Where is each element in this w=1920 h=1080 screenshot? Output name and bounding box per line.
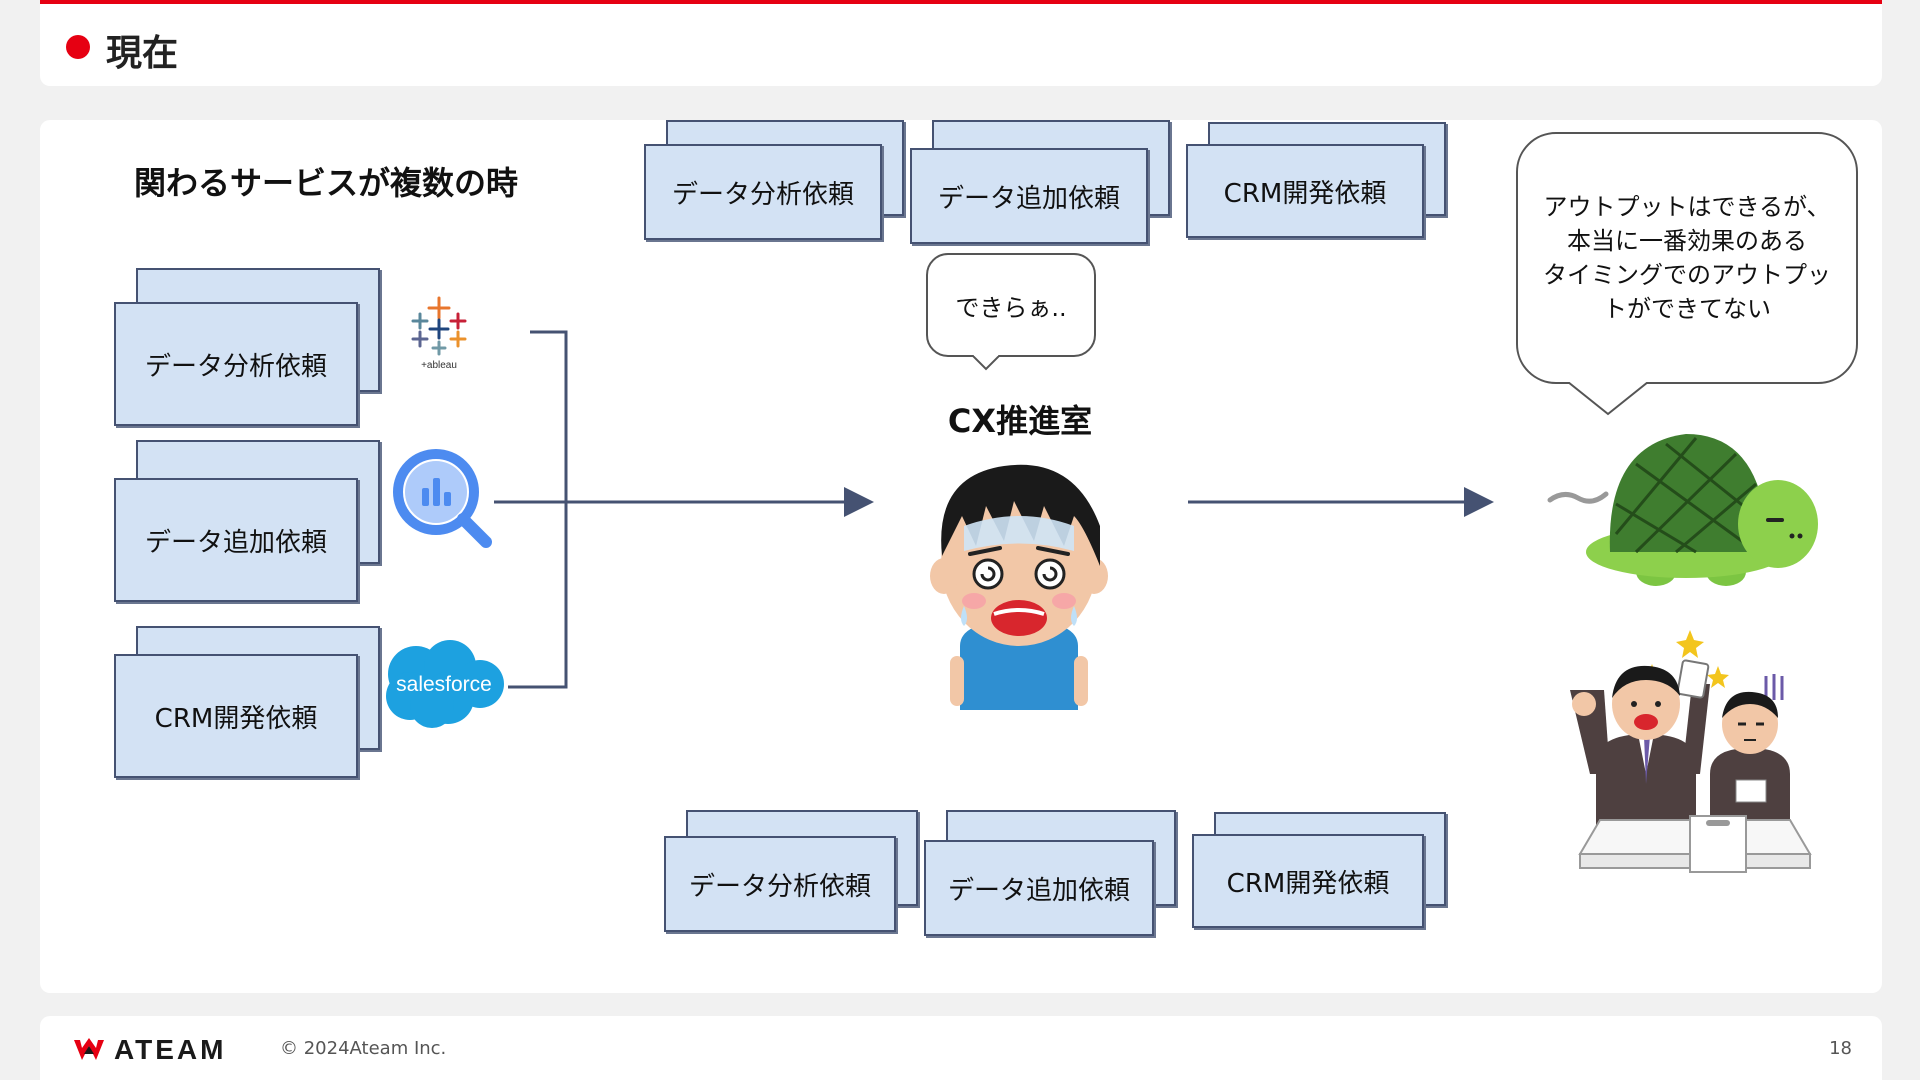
bracket-connector [508,330,568,689]
cx-team-label: CX推進室 [947,402,1093,440]
page-number: 18 [1829,1038,1852,1059]
top-card-crm: CRM開発依頼 [1186,122,1446,238]
card-label: CRM開発依頼 [1186,144,1424,238]
businessmen-illustration [1570,630,1812,873]
bubble-line: アウトプットはできるが、 [1543,193,1831,221]
card-label: データ分析依頼 [644,144,882,240]
slide-footer: ATEAM © 2024Ateam Inc. 18 [40,1016,1882,1080]
section-subtitle: 関わるサービスが複数の時 [134,164,519,202]
output-speech-bubble: アウトプットはできるが、 本当に一番効果のある タイミングでのアウトプッ トがで… [1516,132,1858,416]
ateam-logo-icon [74,1038,104,1060]
salesforce-icon: salesforce [386,640,504,728]
brand-name: ATEAM [114,1034,227,1065]
bigquery-icon [393,449,492,548]
card-label: データ追加依頼 [910,148,1148,244]
bubble-line: トができてない [1603,295,1771,323]
slide-header: 現在 [40,0,1882,86]
salesforce-logo: salesforce [378,636,506,732]
left-card-analysis: データ分析依頼 [114,268,380,428]
bottom-card-analysis: データ分析依頼 [664,810,918,932]
panicking-person-illustration [930,464,1108,710]
bubble-text: できらぁ.. [955,293,1067,322]
tableau-logo: +ableau [404,292,474,372]
tableau-icon: +ableau [411,296,467,371]
svg-text:salesforce: salesforce [396,673,492,696]
card-label: データ追加依頼 [924,840,1154,936]
left-card-add: データ追加依頼 [114,440,380,602]
bubble-line: タイミングでのアウトプッ [1543,261,1831,289]
card-label: CRM開発依頼 [114,654,358,778]
svg-text:+ableau: +ableau [421,360,457,371]
card-label: データ分析依頼 [664,836,896,932]
bubble-text-block: アウトプットはできるが、 本当に一番効果のある タイミングでのアウトプッ トがで… [1543,190,1831,326]
copyright-text: © 2024Ateam Inc. [280,1038,447,1059]
bubble-line: 本当に一番効果のある [1567,227,1807,255]
page-title: 現在 [106,33,179,74]
card-label: データ追加依頼 [114,478,358,602]
center-speech-bubble: できらぁ.. [926,253,1096,371]
top-card-add: データ追加依頼 [910,120,1170,244]
bottom-card-crm: CRM開発依頼 [1192,812,1446,928]
red-bullet-icon [66,35,90,59]
card-label: CRM開発依頼 [1192,834,1424,928]
card-label: データ分析依頼 [114,302,358,426]
left-card-crm: CRM開発依頼 [114,626,380,778]
turtle-illustration [1547,434,1818,586]
top-card-analysis: データ分析依頼 [644,120,904,240]
bubble-tail [972,355,1000,371]
ateam-brand: ATEAM [72,1034,226,1066]
bubble-tail [1568,382,1648,416]
bottom-card-add: データ追加依頼 [924,810,1176,936]
bigquery-logo [390,446,494,556]
